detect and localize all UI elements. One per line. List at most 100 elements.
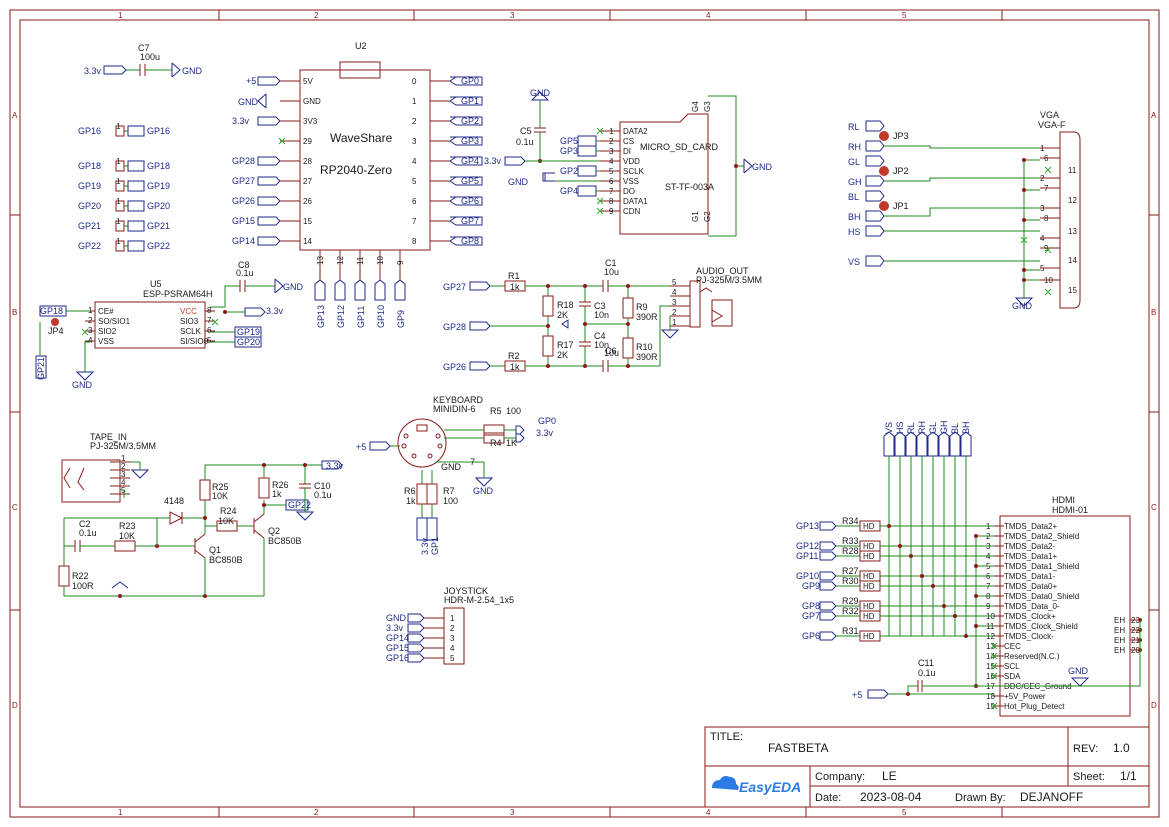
c10-value: 0.1u (314, 490, 332, 500)
u5-pin-label: VSS (98, 337, 114, 346)
u2-ref: U2 (355, 41, 367, 51)
c11-value: 0.1u (918, 668, 936, 678)
no-connect-icon (596, 197, 604, 205)
vga-pin-number: 12 (1068, 196, 1077, 205)
u2-net-bottom: GP10 (376, 305, 386, 328)
hdmi-resistor-body: HD (863, 602, 875, 611)
tape-name: TAPE_IN (90, 432, 127, 442)
sd-gpin: G2 (703, 211, 712, 222)
hdmi-top-net: GH (939, 421, 949, 435)
hdmi-net-left: GP9 (802, 581, 820, 591)
header-pin-number: 1 (116, 197, 121, 206)
joystick-net-label: 3.3v (386, 623, 404, 633)
r2-value: 1k (510, 362, 520, 372)
u2-pin-label: 13 (316, 256, 325, 265)
hdmi-resistor-ref: R31 (842, 626, 859, 636)
u2-pin-label: 12 (336, 256, 345, 265)
sd-part: ST-TF-003A (665, 182, 714, 192)
sd-pin-number: 3 (609, 147, 614, 156)
u2-pin-label: 8 (412, 237, 417, 246)
u5-pin-label: CE# (98, 307, 114, 316)
hdmi-pin-number: 13 (986, 642, 995, 651)
kb-gnd: GND (473, 486, 494, 496)
vga-net-label: BL (848, 192, 859, 202)
keyboard-name: KEYBOARD (433, 395, 484, 405)
sd-pin-number: 7 (609, 187, 614, 196)
c3-ref: C3 (594, 301, 606, 311)
u2-net-left: +5 (246, 76, 256, 86)
jp4-jumper[interactable] (51, 318, 59, 326)
kb-gp0: GP0 (538, 416, 556, 426)
u2-net-right: GP6 (461, 196, 479, 206)
u2-pin-label: 5V (303, 77, 313, 86)
header-pin-number: 1 (116, 177, 121, 186)
row-label: A (1151, 111, 1157, 120)
header-pin-number: 1 (116, 157, 121, 166)
hdmi-pin-label: CEC (1004, 642, 1021, 651)
frame-row-labels: A B C D A B C D (12, 111, 1157, 710)
hdmi-pin-label: TMDS_Clock+ (1004, 612, 1056, 621)
audio-gp28: GP28 (443, 322, 466, 332)
joystick-net-label: GP15 (386, 643, 409, 653)
u2-pin-label: 10 (376, 256, 385, 265)
r25-ref: R25 (212, 482, 229, 492)
vga-pin-number: 14 (1068, 256, 1077, 265)
c4-ref: C4 (594, 331, 606, 341)
hdmi-eh-label: EH (1114, 626, 1125, 635)
c5-ref: C5 (520, 126, 532, 136)
no-connect-icon (596, 207, 604, 215)
vga-jumper[interactable] (879, 201, 889, 211)
u5-pin-label: SIO3 (180, 317, 199, 326)
sd-pin-number: 4 (609, 157, 614, 166)
sd-net-label: GP5 (560, 136, 578, 146)
company-value: LE (882, 769, 897, 783)
u2-pin-label: 1 (412, 97, 417, 106)
u2-net-right: GP2 (461, 116, 479, 126)
hdmi-pin-label: TMDS_Data2+ (1004, 522, 1057, 531)
hdmi-pin-label: TMDS_Clock_Shield (1004, 622, 1078, 631)
c1-ref: C1 (605, 258, 617, 268)
vga-net-label: GH (848, 177, 862, 187)
c7-value: 100u (140, 52, 160, 62)
u2-net-right: GP0 (461, 76, 479, 86)
r22-ref: R22 (72, 571, 89, 581)
c4-value: 10n (594, 340, 609, 350)
tape-pin-number: 2 (121, 462, 126, 471)
hdmi-net-left: GP6 (802, 631, 820, 641)
hdmi-pin-label: SCL (1004, 662, 1020, 671)
col-label: 2 (314, 11, 319, 20)
joystick-pin-number: 5 (450, 654, 455, 663)
no-connect-icon (1044, 288, 1052, 296)
r9-ref: R9 (636, 302, 648, 312)
u2-pin-label: 27 (303, 177, 312, 186)
u2-pin-label: 0 (412, 77, 417, 86)
u2-part: RP2040-Zero (320, 163, 392, 177)
sd-gpin: G4 (691, 101, 700, 112)
joystick-pin-number: 4 (450, 644, 455, 653)
hdmi-pin-label: SDA (1004, 672, 1021, 681)
sd-net-label: GP2 (560, 166, 578, 176)
vga-jumper[interactable] (879, 131, 889, 141)
vga-jumper[interactable] (879, 166, 889, 176)
hdmi-resistor-body: HD (863, 612, 875, 621)
hdmi-top-net: GL (928, 422, 938, 434)
joystick-pin-number: 1 (450, 614, 455, 623)
sd-pin-label: SCLK (623, 167, 645, 176)
sd-pin-number: 1 (609, 127, 614, 136)
vga-net-label: RH (848, 142, 861, 152)
r23-ref: R23 (119, 521, 136, 531)
u5-pin-number: 3 (88, 326, 93, 335)
audio-name: AUDIO_OUT (696, 266, 749, 276)
diode-label: 4148 (164, 496, 184, 506)
r17-ref: R17 (557, 340, 574, 350)
c6-value: 10u (604, 348, 619, 358)
sd-card-group: C5 0.1u GND 3.3v GND MICRO_SD_CARD ST-TF… (484, 88, 773, 237)
hdmi-gnd: GND (1068, 666, 1089, 676)
header-net-right: GP22 (147, 241, 170, 251)
kb-gnd-label: GND (441, 462, 462, 472)
no-connect-icon (1044, 166, 1052, 174)
r24-value: 10K (218, 516, 234, 526)
col-label: 3 (510, 808, 515, 817)
